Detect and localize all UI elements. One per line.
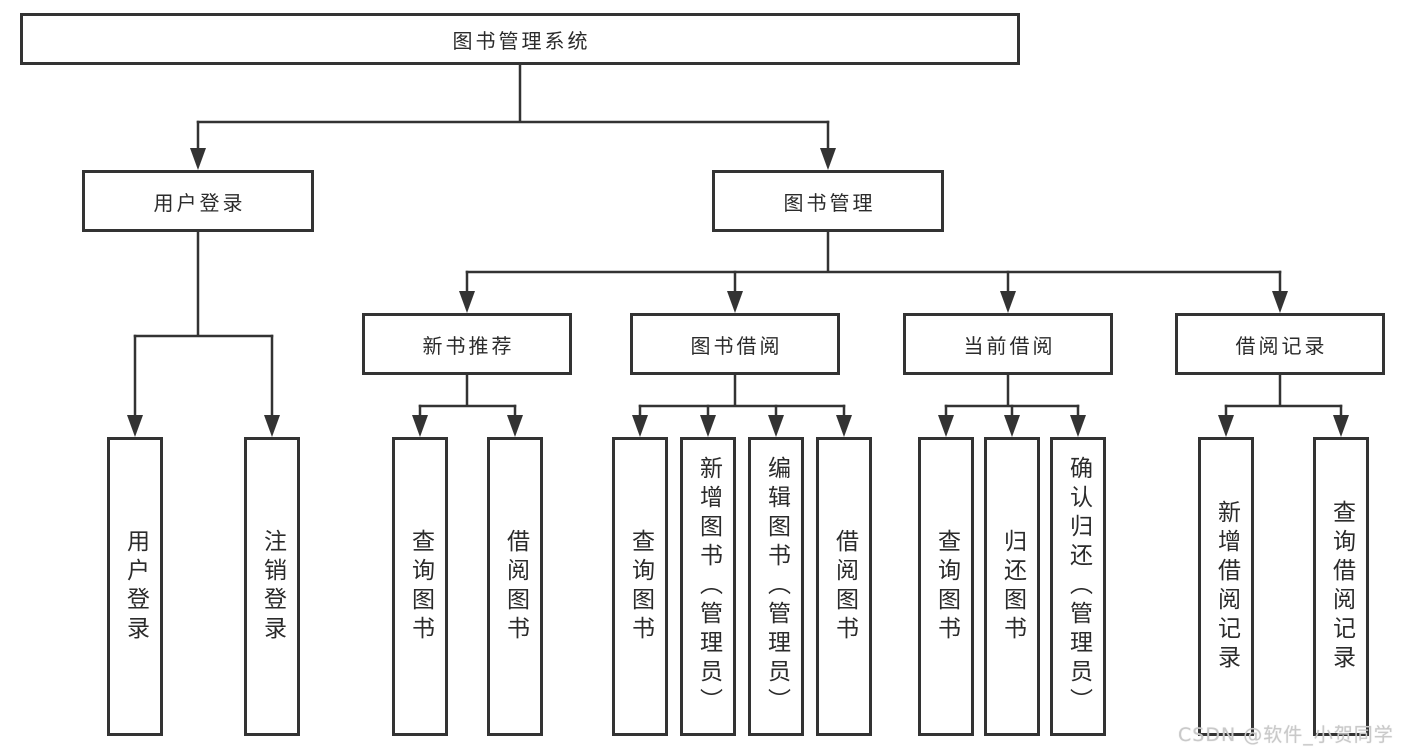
node-label: 归还图书: [999, 528, 1026, 645]
node-label: 当前借阅: [963, 333, 1056, 358]
leaf-add-borrow-record: 新增借阅记录: [1198, 437, 1254, 736]
node-label: 图书管理: [783, 190, 876, 215]
node-book-borrow: 图书借阅: [630, 313, 840, 375]
node-label: 编辑图书（管理员）: [763, 456, 790, 717]
leaf-query-borrow-record: 查询借阅记录: [1313, 437, 1369, 736]
leaf-logout: 注销登录: [244, 437, 300, 736]
leaf-borrow-books: 借阅图书: [816, 437, 872, 736]
csdn-watermark: CSDN @软件_小贺同学: [1178, 724, 1394, 746]
leaf-confirm-return-admin: 确认归还（管理员）: [1050, 437, 1106, 736]
node-label: 新增图书（管理员）: [695, 456, 722, 717]
node-label: 图书管理系统: [452, 28, 591, 53]
leaf-borrow-books-recommend: 借阅图书: [487, 437, 543, 736]
node-label: 查询借阅记录: [1328, 499, 1355, 674]
node-label: 用户登录: [122, 528, 149, 645]
node-label: 新书推荐: [422, 333, 515, 358]
node-label: 查询图书: [627, 528, 654, 645]
node-current-borrow: 当前借阅: [903, 313, 1113, 375]
node-label: 确认归还（管理员）: [1065, 456, 1092, 717]
node-label: 借阅图书: [831, 528, 858, 645]
leaf-query-books-borrow: 查询图书: [612, 437, 668, 736]
node-label: 图书借阅: [690, 333, 783, 358]
node-label: 用户登录: [153, 190, 246, 215]
node-label: 注销登录: [259, 528, 286, 645]
node-user-login: 用户登录: [82, 170, 314, 232]
node-new-book-recommend: 新书推荐: [362, 313, 572, 375]
leaf-user-login: 用户登录: [107, 437, 163, 736]
node-label: 借阅图书: [502, 528, 529, 645]
leaf-add-book-admin: 新增图书（管理员）: [680, 437, 736, 736]
leaf-edit-book-admin: 编辑图书（管理员）: [748, 437, 804, 736]
node-label: 查询图书: [933, 528, 960, 645]
node-label: 查询图书: [407, 528, 434, 645]
node-label: 借阅记录: [1235, 333, 1328, 358]
node-book-management: 图书管理: [712, 170, 944, 232]
node-library-management-system: 图书管理系统: [20, 13, 1020, 65]
leaf-query-books-current: 查询图书: [918, 437, 974, 736]
node-borrow-records: 借阅记录: [1175, 313, 1385, 375]
leaf-query-books-recommend: 查询图书: [392, 437, 448, 736]
node-label: 新增借阅记录: [1213, 499, 1240, 674]
leaf-return-book: 归还图书: [984, 437, 1040, 736]
